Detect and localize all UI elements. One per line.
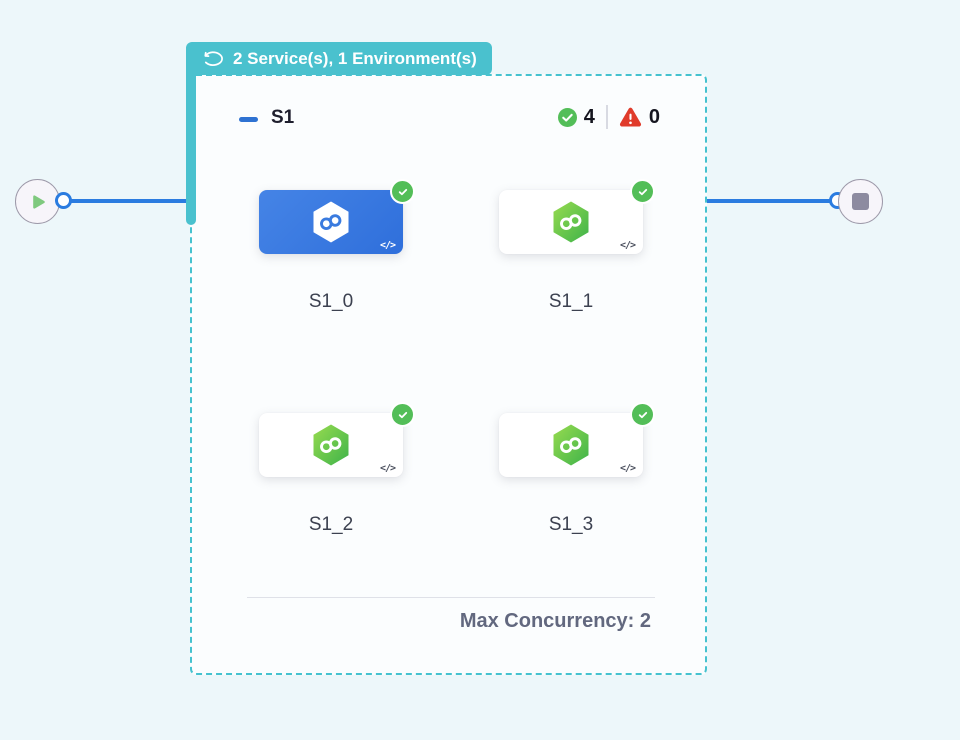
- service-card-s1-0[interactable]: </>: [259, 179, 415, 254]
- start-node[interactable]: [15, 179, 60, 224]
- stage-status-row: 4 0: [557, 105, 660, 129]
- error-count: 0: [648, 105, 660, 128]
- code-icon: </>: [379, 463, 396, 474]
- success-badge-icon: [390, 179, 415, 204]
- success-badge-icon: [630, 402, 655, 427]
- stage-badge-tail: [186, 60, 196, 225]
- success-badge-icon: [630, 179, 655, 204]
- service-hexagon-icon: [311, 423, 351, 467]
- service-card-s1-3[interactable]: </>: [499, 402, 655, 477]
- edge-port-left: [55, 192, 72, 209]
- status-divider: [605, 105, 608, 129]
- edge-stage-to-end: [707, 199, 838, 203]
- service-cell: </> S1_3: [499, 402, 655, 535]
- max-concurrency-label: Max Concurrency: 2: [459, 610, 651, 632]
- loop-icon: [201, 50, 224, 68]
- service-hexagon-icon: [551, 423, 591, 467]
- success-badge-icon: [390, 402, 415, 427]
- collapse-minus-button[interactable]: [239, 117, 258, 122]
- success-check-icon: [557, 107, 577, 127]
- service-label: S1_0: [308, 291, 354, 312]
- service-hexagon-icon: [311, 200, 351, 244]
- edge-start-to-stage: [64, 199, 186, 203]
- service-card-s1-1[interactable]: </>: [499, 179, 655, 254]
- service-label: S1_2: [308, 514, 354, 535]
- stage-badge[interactable]: 2 Service(s), 1 Environment(s): [186, 42, 492, 75]
- stage-name: S1: [271, 107, 295, 128]
- footer-divider: [247, 597, 655, 598]
- play-icon: [32, 194, 46, 210]
- service-cell: </> S1_1: [499, 179, 655, 312]
- code-icon: </>: [379, 240, 396, 251]
- service-label: S1_1: [548, 291, 594, 312]
- service-hexagon-icon: [551, 200, 591, 244]
- end-node[interactable]: [838, 179, 883, 224]
- code-icon: </>: [619, 240, 636, 251]
- success-count: 4: [583, 105, 595, 128]
- stage-container: S1 4 0: [190, 74, 707, 675]
- stage-badge-label: 2 Service(s), 1 Environment(s): [233, 48, 477, 68]
- service-card-s1-2[interactable]: </>: [259, 402, 415, 477]
- service-cell: </> S1_0: [259, 179, 415, 312]
- service-cell: </> S1_2: [259, 402, 415, 535]
- error-warning-icon: [619, 107, 642, 127]
- stop-icon: [852, 193, 869, 210]
- code-icon: </>: [619, 463, 636, 474]
- service-label: S1_3: [548, 514, 594, 535]
